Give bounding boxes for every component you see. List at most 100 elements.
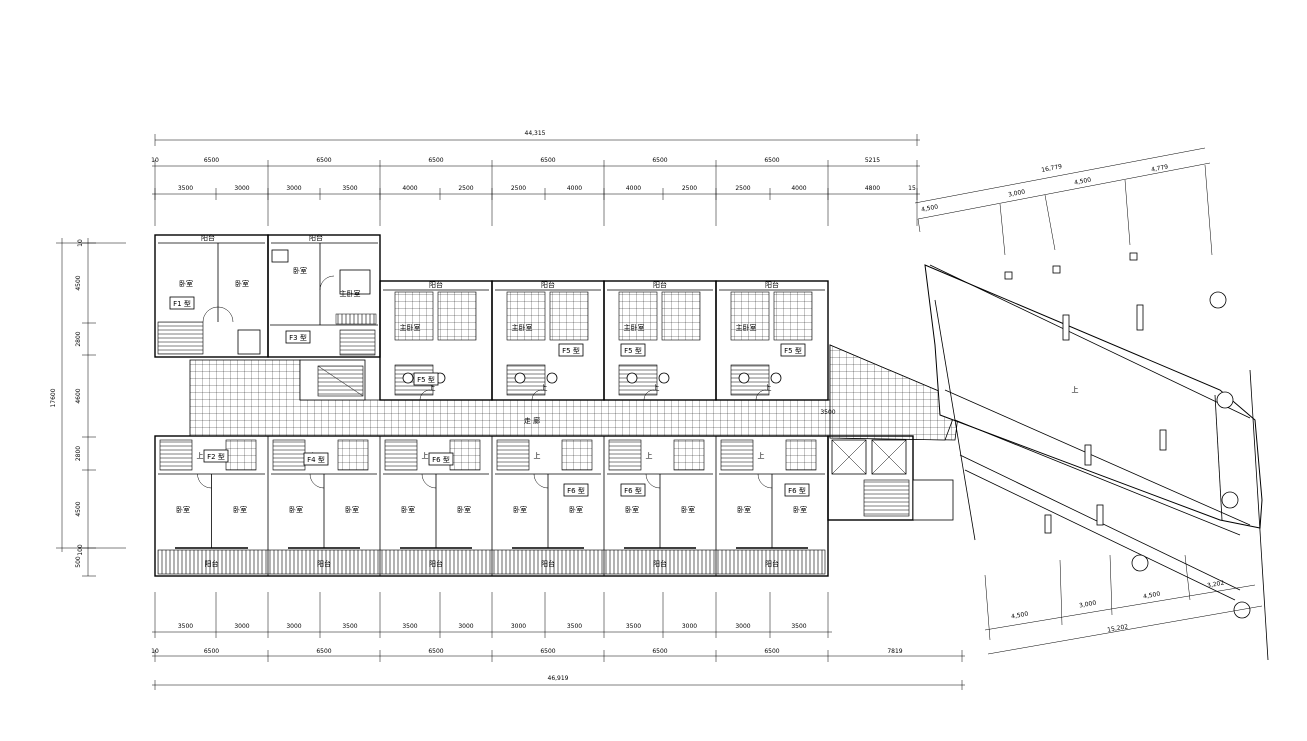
left-edge-bottom: 100 [77, 544, 84, 556]
site-bottom-dimension-value: 3,000 [1079, 600, 1097, 610]
top-subdimension-value: 2500 [511, 185, 526, 192]
site-top-overall: 16,779 [1041, 163, 1063, 174]
chair [626, 372, 638, 384]
chair [738, 372, 750, 384]
stair-up-label: 上 [429, 383, 436, 392]
balcony-label: 阳台 [541, 280, 555, 289]
left-dimension-value: 2800 [75, 446, 82, 461]
stair [730, 364, 770, 396]
top-subdimension-value: 2500 [682, 185, 697, 192]
chair [514, 372, 526, 384]
bathroom [785, 439, 817, 471]
room-label: 卧室 [179, 279, 193, 288]
top-subdimension-value: 3000 [234, 185, 249, 192]
unit-tag-box [303, 452, 329, 466]
room-label: 卧室 [625, 505, 639, 514]
door-swing [645, 473, 661, 489]
stair-up-label: 上 [422, 451, 429, 460]
balcony-label: 阳台 [541, 559, 555, 568]
site-top-dimension-value: 4,779 [1151, 163, 1169, 173]
balcony-label: 阳台 [429, 559, 443, 568]
unit-type-label: F6 型 [432, 455, 450, 464]
unit-type-label: F2 型 [207, 452, 225, 461]
bottom-overall-dimension: 46,919 [548, 675, 569, 682]
unit-tag-box [563, 483, 589, 497]
room-label: 主卧室 [340, 289, 361, 298]
left-dimensions: 17600 4500 2800 4600 2800 4500 500 10 100 [50, 238, 126, 577]
unit-type-label: F1 型 [173, 299, 191, 308]
left-dimension-value: 4500 [75, 501, 82, 516]
bottom-subdimension-value: 3000 [511, 623, 526, 630]
top-subdimension-value: 4000 [402, 185, 417, 192]
top-dimension-value: 5215 [865, 157, 880, 164]
unit-type-label: F6 型 [624, 486, 642, 495]
stair-up-label: 上 [646, 451, 653, 460]
unit-type-label: F5 型 [417, 375, 435, 384]
unit-type-label: F4 型 [307, 455, 325, 464]
bottom-dimension-value: 6500 [204, 648, 219, 655]
site-bottom-overall: 15,202 [1107, 623, 1129, 634]
f5-unit-outline [715, 280, 829, 401]
bathroom [394, 291, 434, 341]
bathroom [449, 439, 481, 471]
bottom-subdimension-value: 3500 [402, 623, 417, 630]
room-label: 卧室 [457, 505, 471, 514]
top-edge-right: 15 [908, 185, 916, 192]
unit-tag-box [558, 343, 584, 357]
bottom-subdimension-value: 3500 [178, 623, 193, 630]
top-subdimension-value: 4000 [626, 185, 641, 192]
left-overall-dimension: 17600 [50, 388, 57, 407]
balcony-label: 阳台 [201, 233, 215, 242]
bottom-subdimension-value: 3500 [342, 623, 357, 630]
top-overall-dimension: 44,315 [525, 130, 546, 137]
room-label: 卧室 [233, 505, 247, 514]
room-label: 卧室 [235, 279, 249, 288]
kitchen [773, 291, 813, 341]
room-label: 卧室 [793, 505, 807, 514]
top-subdimension-value: 2500 [735, 185, 750, 192]
room-label: 卧室 [513, 505, 527, 514]
stair [720, 439, 754, 471]
balcony-label: 阳台 [653, 559, 667, 568]
bottom-dimension-value: 7819 [887, 648, 902, 655]
room-label: 卧室 [737, 505, 751, 514]
balcony-label: 阳台 [317, 559, 331, 568]
left-dimension-value: 500 [75, 556, 82, 568]
bottom-subdimension-value: 3500 [626, 623, 641, 630]
room-label: 卧室 [289, 505, 303, 514]
left-dimension-value: 4500 [75, 275, 82, 290]
room-label: 主卧室 [512, 323, 533, 332]
unit-type-label: F6 型 [567, 486, 585, 495]
balcony-label: 阳台 [765, 280, 779, 289]
left-edge-top: 10 [77, 239, 84, 247]
top-dimension-value: 6500 [316, 157, 331, 164]
door-swing [643, 389, 655, 401]
site-top-dimension-value: 4,500 [1074, 176, 1092, 186]
stair-up-label: 上 [765, 383, 772, 392]
stair [384, 439, 418, 471]
left-dimension-value: 4600 [75, 388, 82, 403]
unit-tag-box [620, 343, 646, 357]
room-label: 主卧室 [400, 323, 421, 332]
left-dimension-value: 2800 [75, 331, 82, 346]
room-label: 卧室 [401, 505, 415, 514]
door-swing [531, 389, 543, 401]
unit-type-label: F3 型 [289, 333, 307, 342]
top-dimension-value: 6500 [764, 157, 779, 164]
chair [402, 372, 414, 384]
bottom-subdimension-value: 3000 [458, 623, 473, 630]
door-swing [419, 389, 431, 401]
bottom-subdimension-value: 3000 [735, 623, 750, 630]
stair [618, 364, 658, 396]
unit-tag-box [169, 296, 195, 310]
room-label: 主卧室 [624, 323, 645, 332]
top-subdimension-value: 3000 [286, 185, 301, 192]
room-label: 卧室 [345, 505, 359, 514]
unit-type-label: F5 型 [624, 346, 642, 355]
balcony-label: 阳台 [765, 559, 779, 568]
kitchen [661, 291, 701, 341]
unit-tag-box [620, 483, 646, 497]
bathroom [506, 291, 546, 341]
